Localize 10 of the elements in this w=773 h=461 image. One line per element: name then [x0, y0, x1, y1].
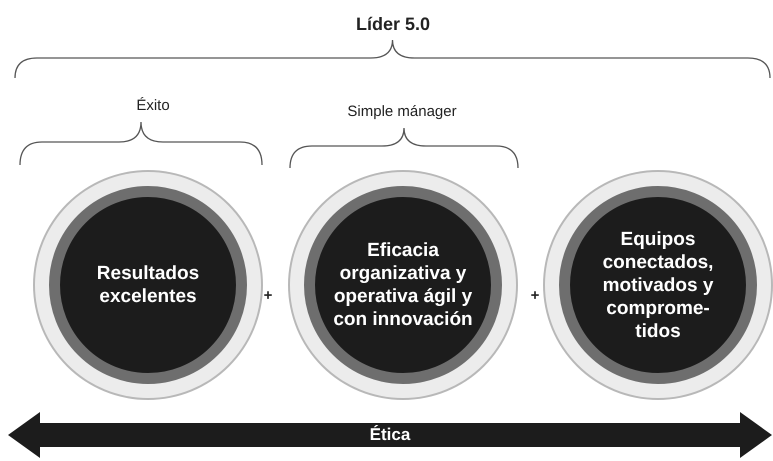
plus-sign: + [530, 287, 540, 304]
circle-label: Equipos conectados, motivados y comprome- tidos [602, 228, 714, 342]
group-label: Éxito [136, 97, 170, 114]
title: Líder 5.0 [356, 14, 430, 35]
group-label: Simple mánager [347, 103, 457, 120]
circle-label: Resultados excelentes [96, 262, 200, 308]
double-arrow-band [8, 412, 772, 458]
plus-sign: + [264, 287, 272, 304]
band-label: Ética [370, 425, 410, 445]
circle-label: Eficacia organizativa y operativa ágil y con innovación [332, 239, 474, 331]
